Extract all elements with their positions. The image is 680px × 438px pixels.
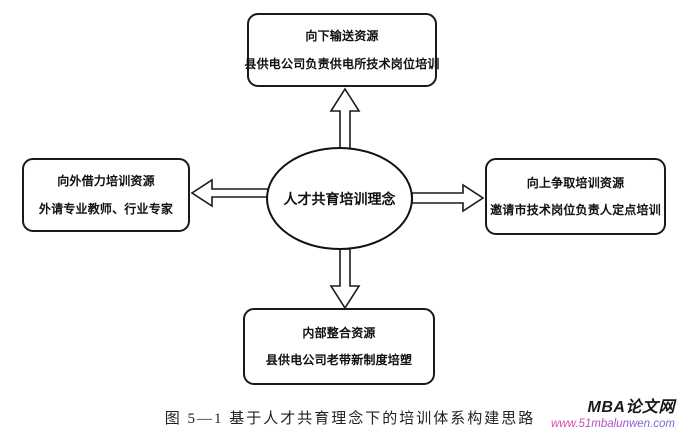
watermark-url: www.51mbalunwen.com: [550, 417, 675, 430]
arrow-down-icon: [329, 248, 361, 310]
watermark: MBA论文网 www.51mbalunwen.com: [551, 399, 675, 430]
node-upward-resources: 向上争取培训资源 邀请市技术岗位负责人定点培训: [485, 158, 666, 235]
node-desc: 邀请市技术岗位负责人定点培训: [490, 203, 661, 217]
node-desc: 县供电公司负责供电所技术岗位培训: [244, 56, 440, 71]
node-desc: 外请专业教师、行业专家: [38, 201, 174, 216]
node-title: 向外借力培训资源: [57, 174, 155, 189]
node-title: 向上争取培训资源: [526, 175, 625, 190]
arrow-left-icon: [190, 178, 269, 208]
node-desc: 县供电公司老带新制度培塑: [265, 353, 413, 367]
watermark-site-name: MBA论文网: [587, 399, 675, 416]
node-internal-resources: 内部整合资源 县供电公司老带新制度培塑: [243, 308, 435, 385]
node-downward-resources: 向下输送资源 县供电公司负责供电所技术岗位培训: [244, 13, 440, 87]
arrow-up-icon: [329, 87, 361, 151]
center-concept-label: 人才共育培训理念: [283, 190, 396, 207]
node-external-resources: 向外借力培训资源 外请专业教师、行业专家: [22, 158, 190, 232]
node-title: 向下输送资源: [305, 29, 379, 44]
figure-caption: 图 5—1 基于人才共育理念下的培训体系构建思路: [164, 411, 536, 427]
node-title: 内部整合资源: [302, 325, 376, 340]
arrow-right-icon: [411, 183, 485, 213]
center-concept-node: 人才共育培训理念: [266, 147, 413, 250]
